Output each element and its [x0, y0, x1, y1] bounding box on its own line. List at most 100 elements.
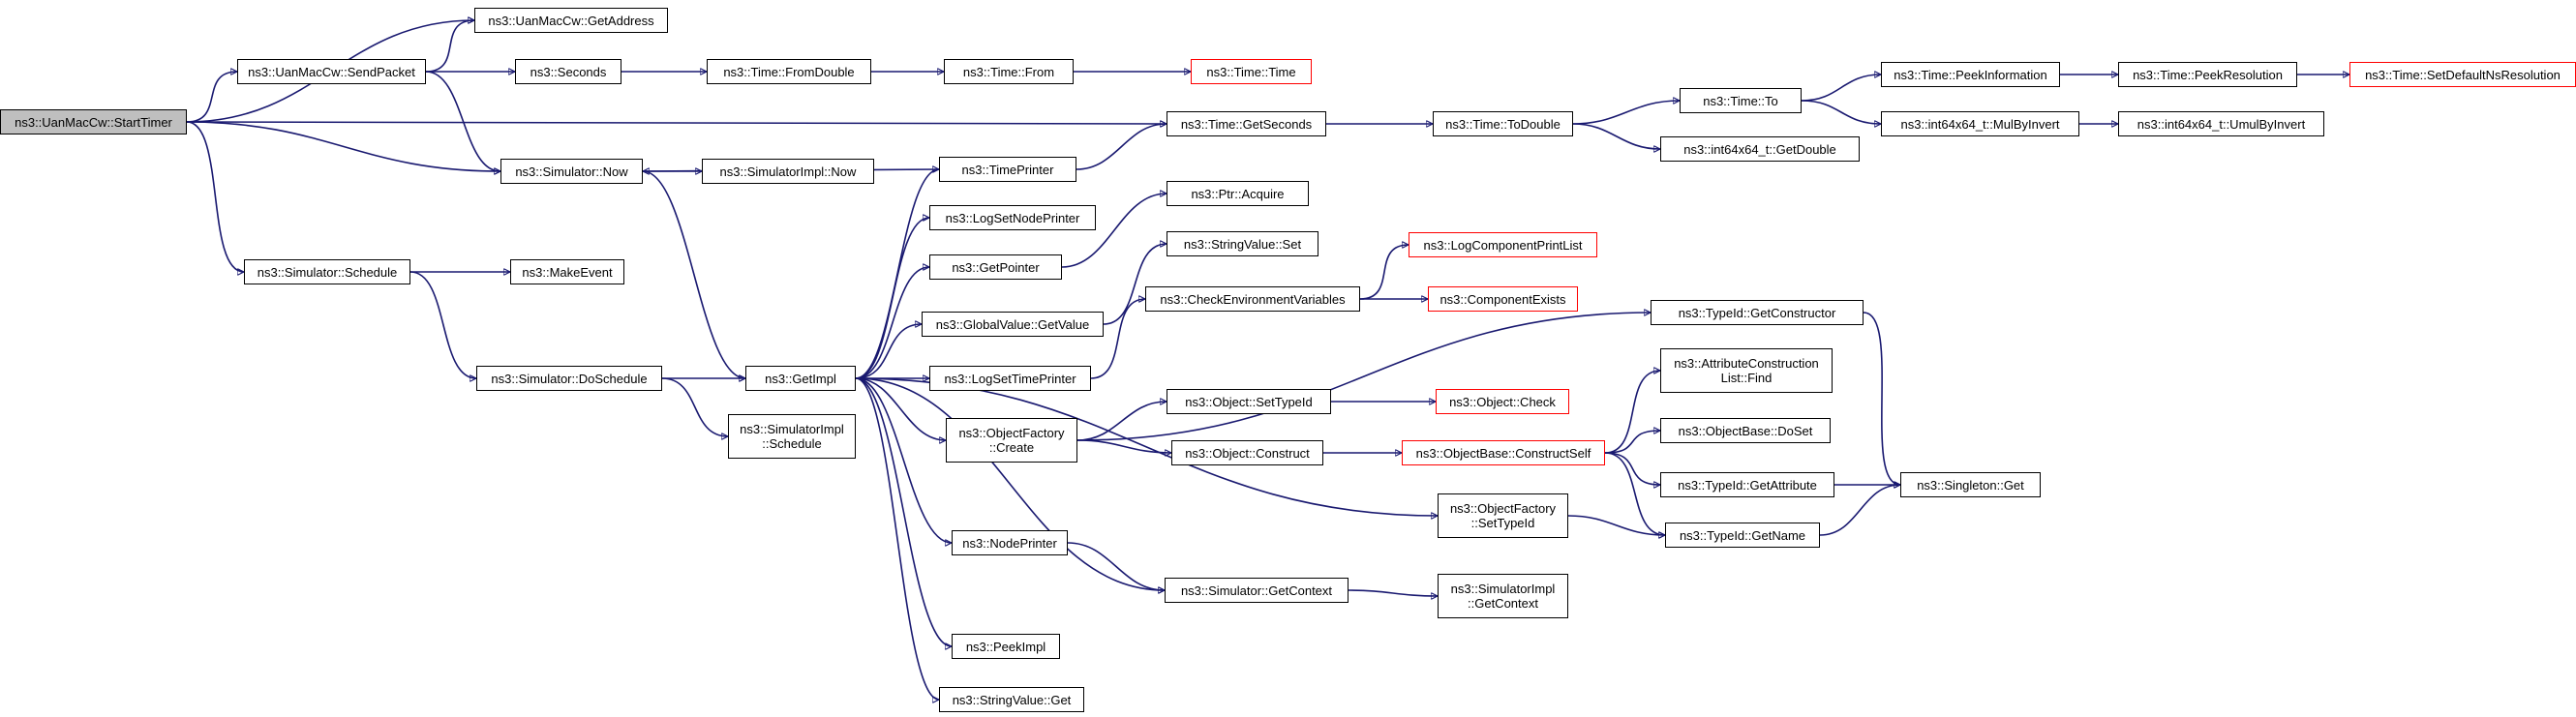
edge-globalget-to-stringset — [1103, 244, 1167, 325]
node-label-line: ns3::SimulatorImpl — [1450, 582, 1556, 596]
node-objconstruct[interactable]: ns3::Object::Construct — [1171, 440, 1323, 465]
edge-start-to-simschedule — [186, 121, 245, 272]
node-getpointer[interactable]: ns3::GetPointer — [929, 254, 1062, 280]
node-label: ns3::ObjectBase::DoSet — [1679, 424, 1813, 438]
node-simnow[interactable]: ns3::Simulator::Now — [500, 159, 643, 184]
node-label: ns3::CheckEnvironmentVariables — [1160, 292, 1345, 307]
node-getimpl[interactable]: ns3::GetImpl — [745, 366, 856, 391]
node-from[interactable]: ns3::Time::From — [944, 59, 1074, 84]
edge-simnow-to-getimpl — [642, 170, 746, 378]
node-label: ns3::Simulator::GetContext — [1181, 583, 1332, 598]
edge-nodeprinter-to-getcontext — [1067, 542, 1165, 590]
node-simschedule[interactable]: ns3::Simulator::Schedule — [244, 259, 410, 284]
node-getname[interactable]: ns3::TypeId::GetName — [1665, 523, 1820, 548]
node-label-line: ns3::TimePrinter — [961, 162, 1054, 177]
node-simimplsched[interactable]: ns3::SimulatorImpl::Schedule — [728, 414, 856, 459]
node-seconds[interactable]: ns3::Seconds — [515, 59, 621, 84]
node-todouble[interactable]: ns3::Time::ToDouble — [1433, 111, 1573, 136]
node-label-line: ns3::LogSetTimePrinter — [944, 371, 1076, 386]
node-label-line: ns3::Time::FromDouble — [723, 64, 855, 79]
edge-constructself-to-getname — [1604, 452, 1666, 535]
node-label-line: ns3::ObjectBase::ConstructSelf — [1415, 445, 1591, 461]
node-label-line: ns3::TypeId::GetConstructor — [1678, 305, 1836, 320]
node-simimplnow[interactable]: ns3::SimulatorImpl::Now — [702, 159, 874, 184]
node-doset[interactable]: ns3::ObjectBase::DoSet — [1660, 418, 1831, 443]
node-getdouble[interactable]: ns3::int64x64_t::GetDouble — [1660, 136, 1860, 162]
node-label: ns3::Time::FromDouble — [723, 65, 854, 79]
node-label-line: ns3::ObjectFactory — [1449, 501, 1557, 516]
edge-timeprinter-to-getseconds — [1076, 124, 1167, 170]
node-label: ns3::GetImpl — [765, 372, 836, 386]
node-setdefault[interactable]: ns3::Time::SetDefaultNsResolution — [2349, 62, 2576, 87]
node-label: ns3::TypeId::GetName — [1680, 528, 1805, 543]
node-compexists[interactable]: ns3::ComponentExists — [1428, 286, 1578, 312]
node-label: ns3::Object::Check — [1449, 395, 1556, 409]
node-label-line: ns3::Object::Check — [1449, 394, 1556, 409]
edge-constructself-to-attrfind — [1604, 371, 1661, 454]
node-label: ns3::TypeId::GetConstructor — [1679, 306, 1836, 320]
node-singleton[interactable]: ns3::Singleton::Get — [1900, 472, 2041, 497]
node-logsetnode[interactable]: ns3::LogSetNodePrinter — [929, 205, 1096, 230]
node-label: ns3::LogComponentPrintList — [1423, 238, 1582, 253]
node-logsettime[interactable]: ns3::LogSetTimePrinter — [929, 366, 1091, 391]
node-label-line: ns3::ObjectBase::DoSet — [1678, 423, 1813, 438]
node-objcheck[interactable]: ns3::Object::Check — [1436, 389, 1569, 414]
node-peekinfo[interactable]: ns3::Time::PeekInformation — [1881, 62, 2060, 87]
node-timetime[interactable]: ns3::Time::Time — [1191, 59, 1312, 84]
node-getcontext[interactable]: ns3::Simulator::GetContext — [1165, 578, 1349, 603]
node-makeevent[interactable]: ns3::MakeEvent — [510, 259, 624, 284]
node-stringset[interactable]: ns3::StringValue::Set — [1167, 231, 1318, 256]
node-label: ns3::int64x64_t::MulByInvert — [1900, 117, 2059, 132]
node-umulbyinvert[interactable]: ns3::int64x64_t::UmulByInvert — [2118, 111, 2324, 136]
node-simimplctx[interactable]: ns3::SimulatorImpl::GetContext — [1438, 574, 1568, 618]
node-constructself[interactable]: ns3::ObjectBase::ConstructSelf — [1402, 440, 1605, 465]
node-globalget[interactable]: ns3::GlobalValue::GetValue — [922, 312, 1104, 337]
node-label: ns3::Time::PeekInformation — [1894, 68, 2046, 82]
node-label-line: ns3::int64x64_t::UmulByInvert — [2137, 116, 2306, 132]
node-fromdouble[interactable]: ns3::Time::FromDouble — [707, 59, 871, 84]
node-label: ns3::LogSetTimePrinter — [944, 372, 1076, 386]
node-label-line: ns3::GetPointer — [952, 259, 1040, 275]
node-label-line: ns3::TypeId::GetName — [1679, 527, 1806, 543]
edge-getimpl-to-ofsettypeid — [855, 377, 1438, 516]
node-timeto[interactable]: ns3::Time::To — [1680, 88, 1802, 113]
node-getctor[interactable]: ns3::TypeId::GetConstructor — [1651, 300, 1864, 325]
node-label-line: ns3::Time::To — [1703, 93, 1778, 108]
node-sendpkt[interactable]: ns3::UanMacCw::SendPacket — [237, 59, 426, 84]
node-label: ns3::UanMacCw::StartTimer — [15, 115, 172, 130]
node-ptracquire[interactable]: ns3::Ptr::Acquire — [1167, 181, 1309, 206]
node-label-line: ns3::Singleton::Get — [1917, 477, 2024, 493]
node-stringget[interactable]: ns3::StringValue::Get — [939, 687, 1084, 712]
edge-getimpl-to-ofcreate — [855, 377, 946, 440]
node-getaddr[interactable]: ns3::UanMacCw::GetAddress — [474, 8, 668, 33]
node-logcomp[interactable]: ns3::LogComponentPrintList — [1409, 232, 1597, 257]
node-label: ns3::SimulatorImpl::Schedule — [740, 422, 844, 451]
node-label: ns3::SimulatorImpl::Now — [720, 164, 857, 179]
node-label-line: ::Create — [988, 440, 1035, 455]
node-getseconds[interactable]: ns3::Time::GetSeconds — [1167, 111, 1326, 136]
node-label-line: ns3::CheckEnvironmentVariables — [1160, 291, 1346, 307]
node-ofcreate[interactable]: ns3::ObjectFactory::Create — [946, 418, 1077, 463]
node-ofsettypeid[interactable]: ns3::ObjectFactory::SetTypeId — [1438, 493, 1568, 538]
node-settypeid[interactable]: ns3::Object::SetTypeId — [1167, 389, 1331, 414]
node-label-line: ns3::UanMacCw::SendPacket — [248, 64, 415, 79]
node-getattr[interactable]: ns3::TypeId::GetAttribute — [1660, 472, 1834, 497]
node-label-line: ns3::AttributeConstruction — [1674, 356, 1819, 371]
node-timeprinter[interactable]: ns3::TimePrinter — [939, 157, 1076, 182]
node-peekres[interactable]: ns3::Time::PeekResolution — [2118, 62, 2297, 87]
edge-constructself-to-getattr — [1604, 452, 1660, 485]
node-doschedule[interactable]: ns3::Simulator::DoSchedule — [476, 366, 662, 391]
node-label: ns3::int64x64_t::UmulByInvert — [2137, 117, 2305, 132]
node-label-line: ns3::Object::SetTypeId — [1185, 394, 1313, 409]
node-label: ns3::GetPointer — [952, 260, 1039, 275]
node-peekimpl[interactable]: ns3::PeekImpl — [952, 634, 1060, 659]
node-nodeprinter[interactable]: ns3::NodePrinter — [952, 530, 1068, 555]
node-mulbyinvert[interactable]: ns3::int64x64_t::MulByInvert — [1881, 111, 2079, 136]
edge-constructself-to-doset — [1604, 431, 1660, 454]
node-label-line: ns3::int64x64_t::MulByInvert — [1900, 116, 2060, 132]
node-checkenv[interactable]: ns3::CheckEnvironmentVariables — [1145, 286, 1360, 312]
node-label: ns3::Time::PeekResolution — [2133, 68, 2283, 82]
